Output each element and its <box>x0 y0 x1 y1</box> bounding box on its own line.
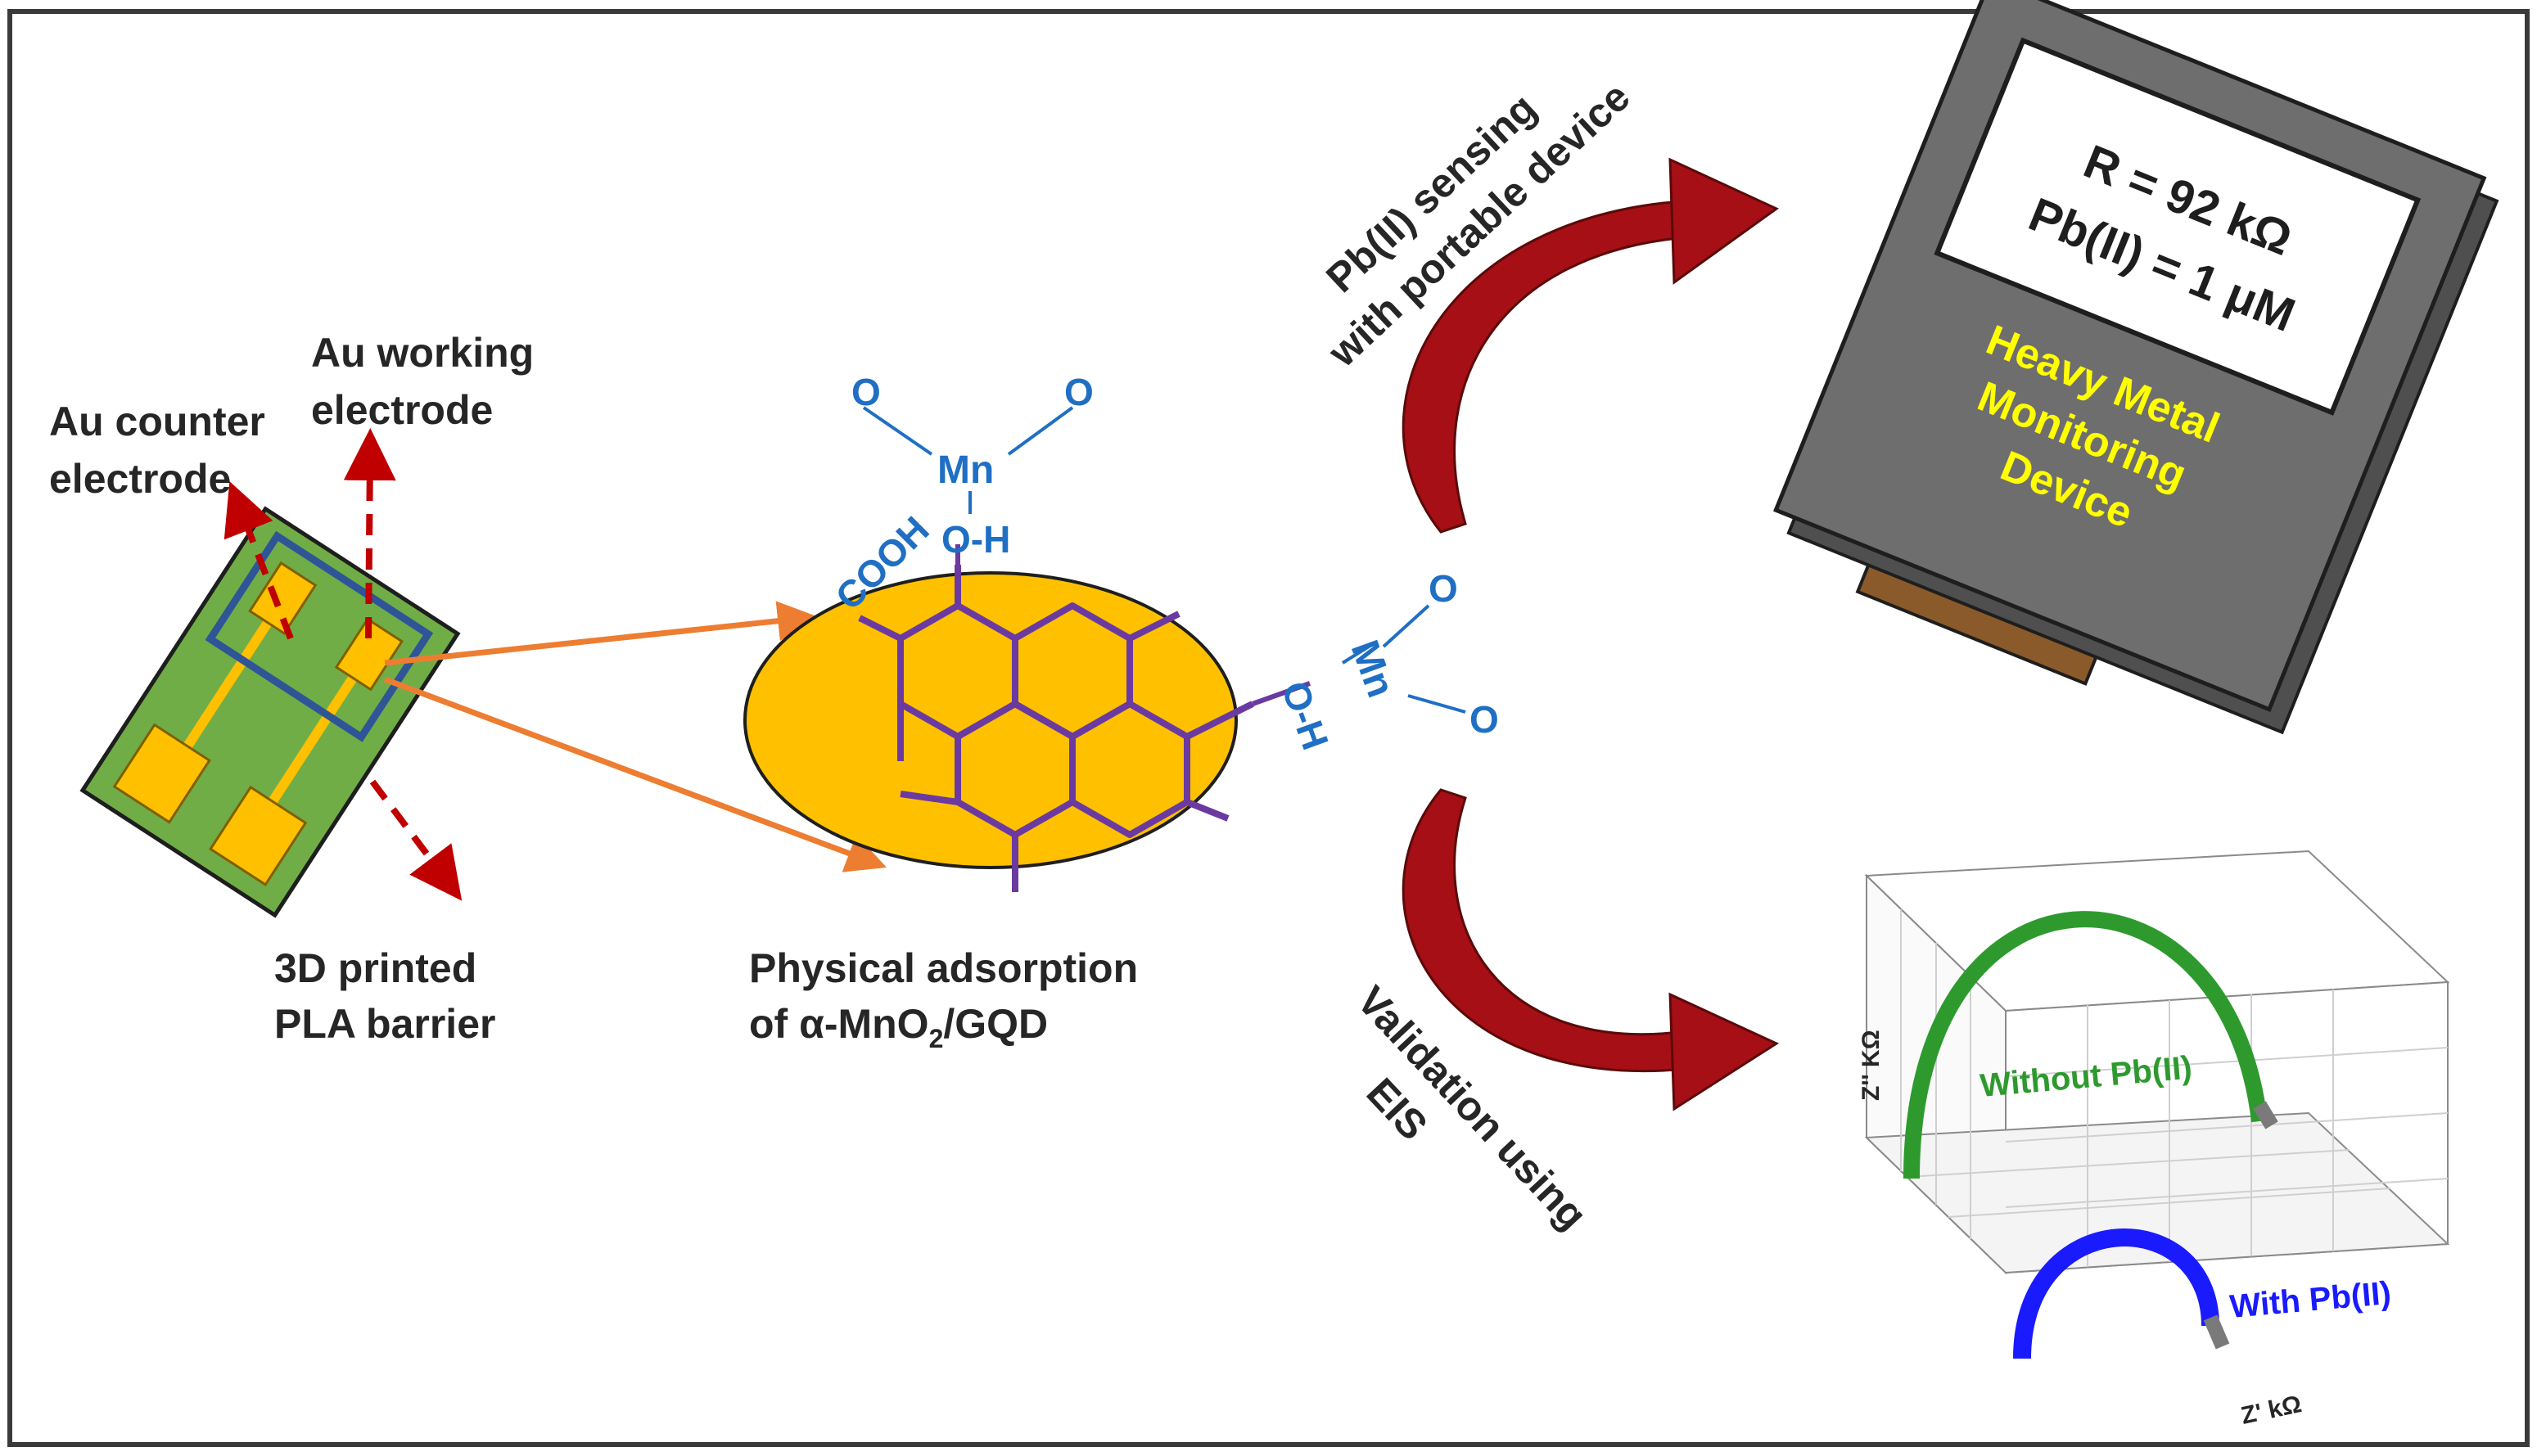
oxygen-label: O <box>851 371 881 413</box>
contact-pad <box>112 723 211 824</box>
zoom-line-bottom <box>383 676 887 872</box>
counter-electrode-label: Au counter electrode <box>49 399 277 502</box>
manganese-label: Mn <box>937 449 994 492</box>
device-screen <box>1934 37 2422 416</box>
eis-3d-plot: Without Pb(II) With Pb(II) Z'' KΩ Z' kΩ <box>1858 850 2450 1430</box>
oxygen-label: O <box>1469 698 1499 741</box>
electrode-lead <box>268 668 362 805</box>
monitoring-device: R = 92 kΩ Pb(II) = 1 μM Heavy Metal Moni… <box>1773 0 2499 735</box>
sensing-arrow <box>1402 157 1779 534</box>
without-pb-curve <box>1903 911 2268 1179</box>
adsorption-label-line-2: of α-MnO2/GQD <box>749 1001 1048 1053</box>
adsorption-label: Physical adsorption <box>749 945 1138 991</box>
working-electrode-pointer <box>343 428 396 639</box>
zoom-line-top <box>384 601 818 666</box>
contact-pad <box>209 785 308 886</box>
hydroxyl-label: O-H <box>941 518 1010 561</box>
oxygen-label: O <box>1429 567 1458 610</box>
plot-gridlines <box>1900 909 2449 1267</box>
counter-electrode-pointer <box>223 481 294 640</box>
barrier-pointer <box>369 779 463 901</box>
with-pb-curve <box>2013 1228 2219 1359</box>
barrier-label: 3D printed PLA barrier <box>274 945 495 1047</box>
graphene-quantum-dot <box>858 565 1254 892</box>
with-pb-tail <box>2203 1314 2230 1350</box>
electrode-lead <box>183 613 277 749</box>
without-pb-tail <box>2253 1101 2278 1129</box>
y-axis-label: Z'' KΩ <box>1858 1030 1885 1101</box>
sensor-chip <box>79 506 461 918</box>
counter-electrode-pad <box>248 561 318 635</box>
pcb-substrate <box>79 506 461 918</box>
validation-arrow <box>1402 788 1780 1111</box>
oxygen-label: O <box>1064 371 1094 413</box>
working-electrode-label: Au working electrode <box>311 330 545 433</box>
